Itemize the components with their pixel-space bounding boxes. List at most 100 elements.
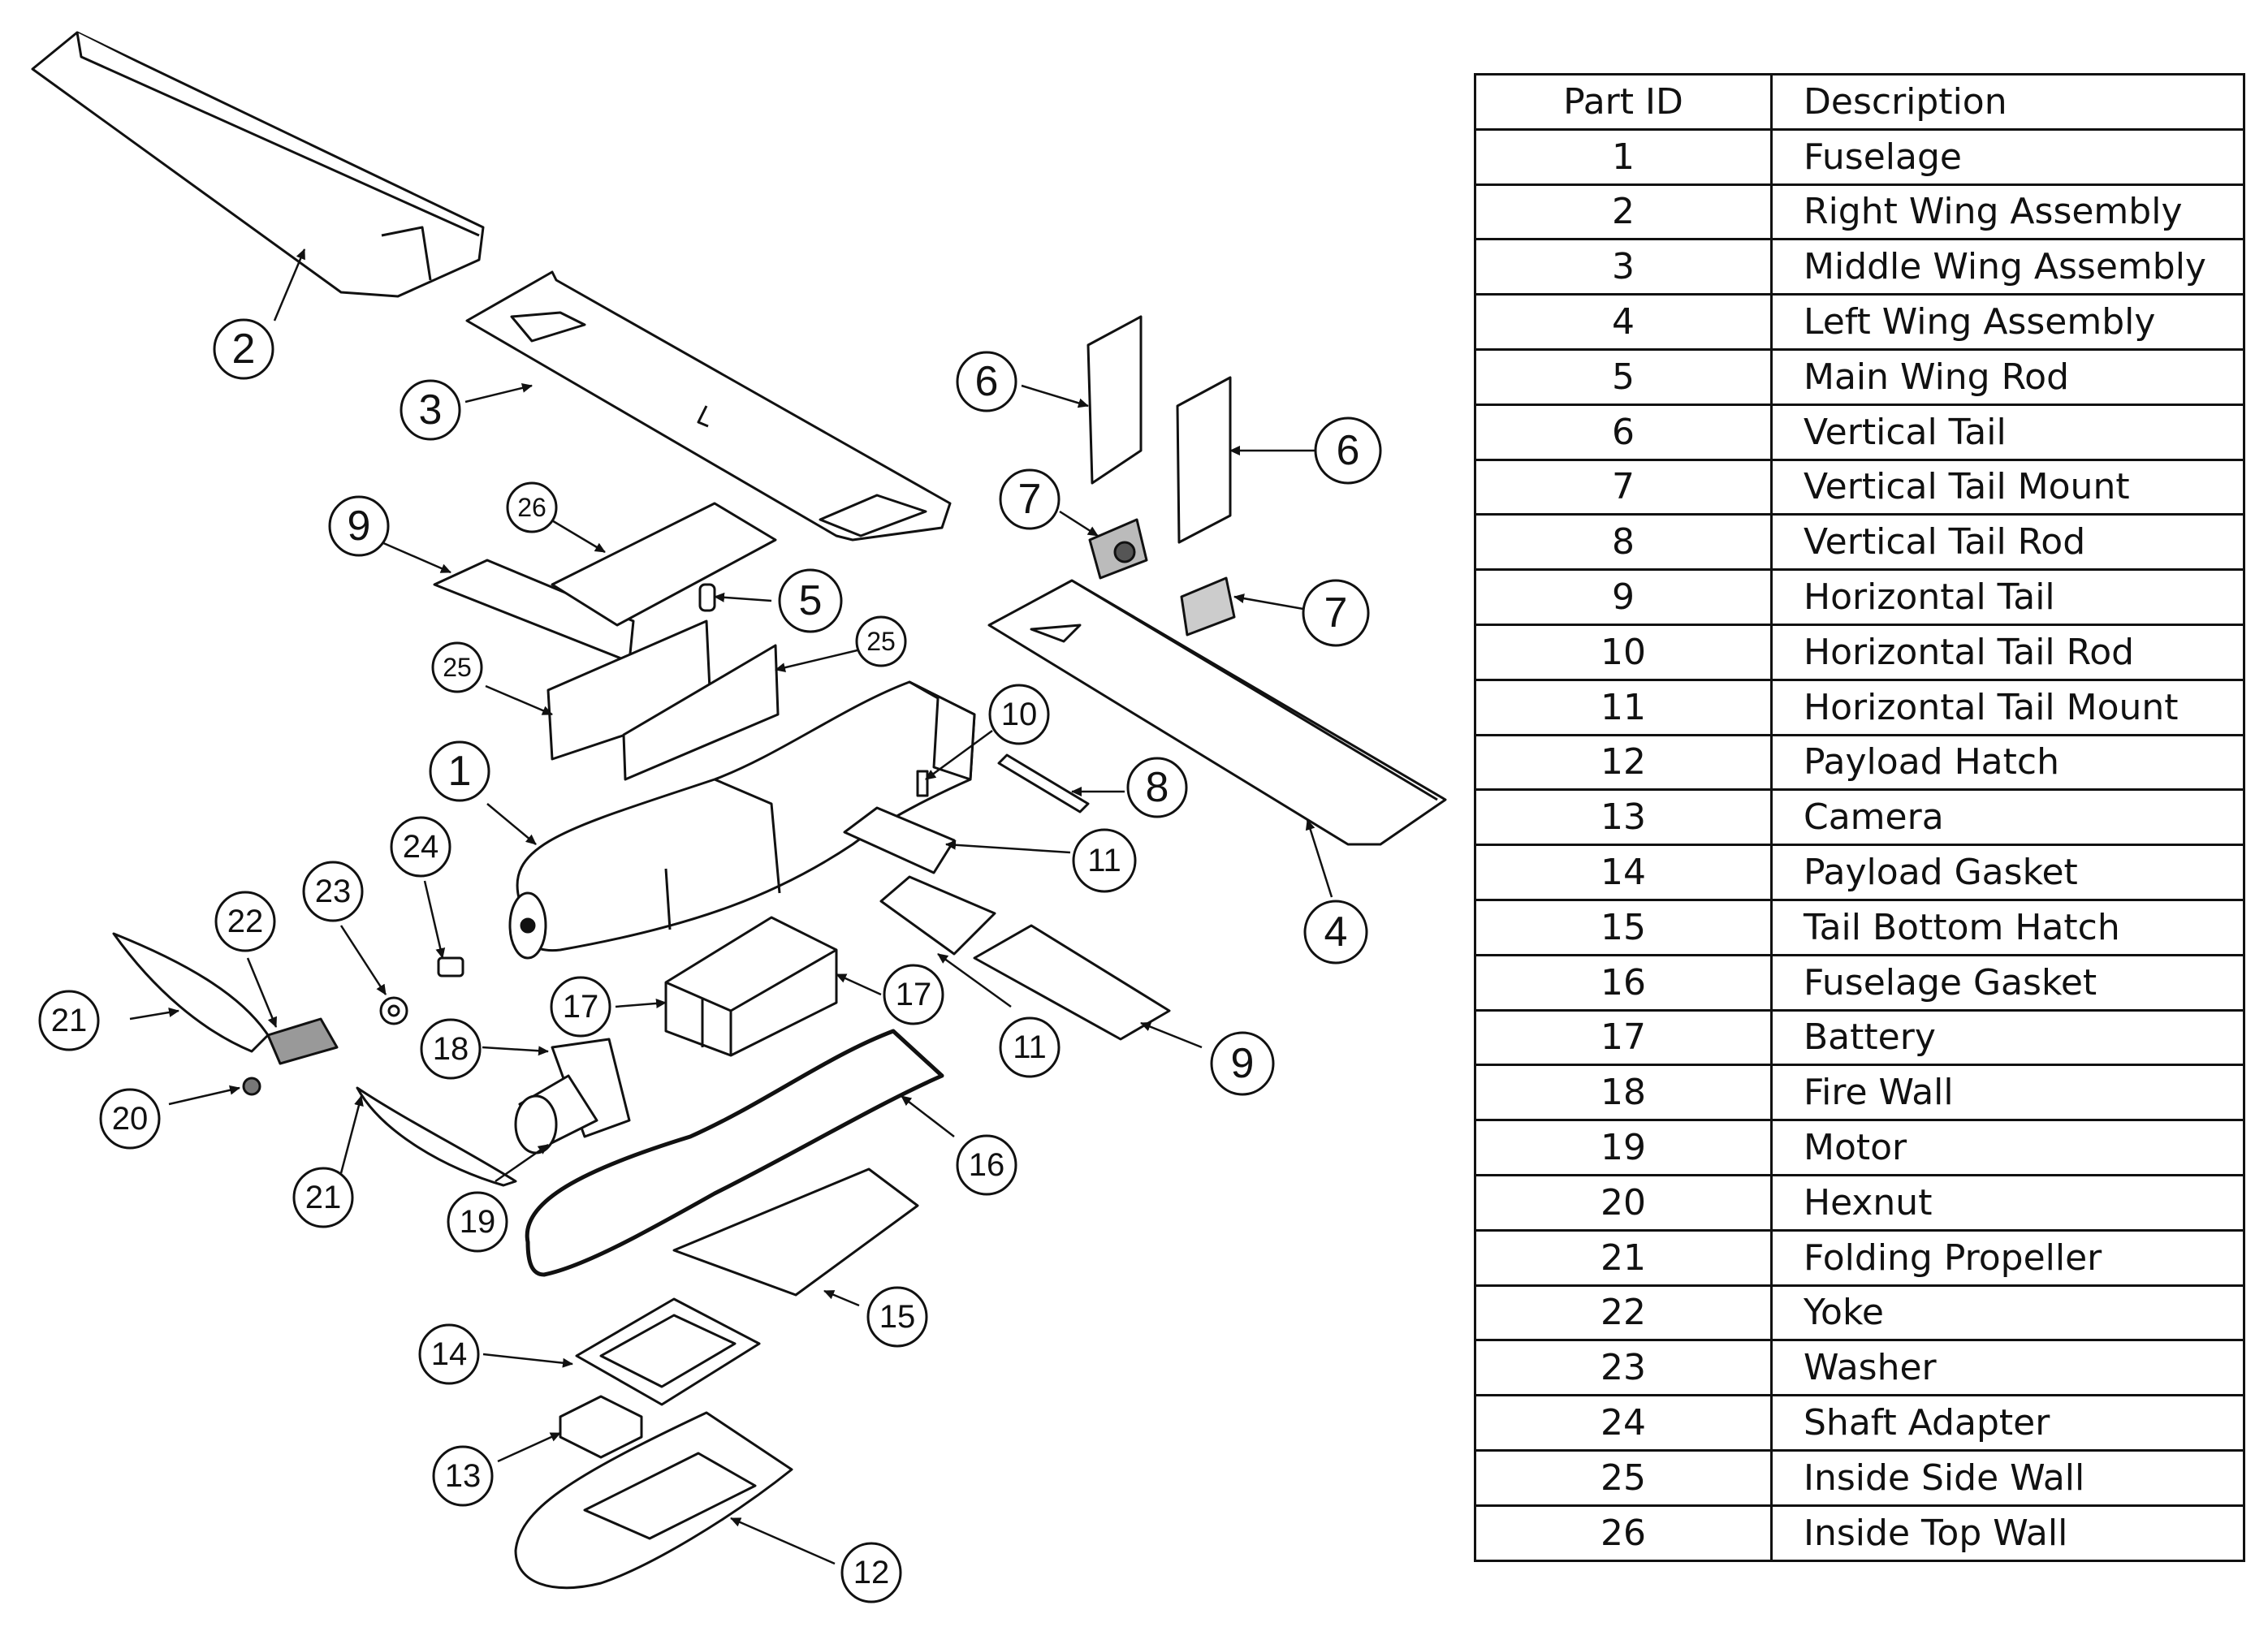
part-description-cell: Left Wing Assembly	[1770, 293, 2245, 351]
callout-label: 17	[896, 977, 932, 1012]
callout-label: 16	[969, 1147, 1005, 1183]
part-id-cell: 10	[1474, 623, 1773, 681]
part-description-cell: Horizontal Tail	[1770, 568, 2245, 626]
callout-bubble: 11	[999, 1016, 1061, 1078]
right-wing-part	[31, 31, 485, 298]
payload-gasket-part	[575, 1297, 761, 1406]
callout-label: 6	[975, 358, 999, 405]
callout-bubble: 3	[400, 379, 461, 441]
part-description-cell: Vertical Tail	[1770, 403, 2245, 461]
part-description-cell: Horizontal Tail Rod	[1770, 623, 2245, 681]
part-id-cell: 15	[1474, 898, 1773, 956]
callout-bubble: 5	[778, 568, 843, 633]
part-description-cell: Middle Wing Assembly	[1770, 238, 2245, 296]
inside-side-wall-right-part	[622, 644, 780, 781]
callout-bubble: 17	[883, 964, 944, 1025]
callout-bubble: 25	[431, 641, 483, 693]
callout-label: 7	[1018, 476, 1042, 523]
callout-bubble: 13	[432, 1445, 494, 1507]
header-part-id: Part ID	[1474, 73, 1773, 131]
callout-label: 19	[460, 1204, 496, 1240]
vertical-tail-rod-part	[997, 753, 1090, 814]
callout-label: 14	[431, 1336, 468, 1372]
part-id-cell: 25	[1474, 1448, 1773, 1507]
header-description: Description	[1770, 73, 2245, 131]
callout-bubble: 24	[390, 816, 451, 878]
payload-hatch-part	[514, 1411, 793, 1590]
part-id-cell: 24	[1474, 1394, 1773, 1452]
callout-bubble: 7	[999, 468, 1061, 530]
part-description-cell: Shaft Adapter	[1770, 1394, 2245, 1452]
callout-label: 3	[419, 386, 443, 434]
left-wing-part	[987, 579, 1447, 846]
callout-label: 22	[227, 904, 264, 939]
part-description-cell: Inside Side Wall	[1770, 1448, 2245, 1507]
callout-label: 21	[51, 1003, 88, 1038]
vertical-tail-right-part	[1176, 376, 1232, 544]
callout-bubble: 1	[429, 740, 490, 802]
callout-label: 10	[1001, 697, 1038, 732]
part-id-cell: 11	[1474, 678, 1773, 736]
part-id-cell: 6	[1474, 403, 1773, 461]
yoke-part	[266, 1017, 339, 1065]
callout-label: 6	[1337, 427, 1360, 474]
horizontal-tail-bottom-part	[973, 924, 1171, 1041]
callout-bubble: 15	[866, 1286, 928, 1348]
folding-propeller-bottom-part	[356, 1086, 517, 1187]
part-id-cell: 22	[1474, 1284, 1773, 1342]
part-description-cell: Fuselage	[1770, 127, 2245, 186]
callout-bubble: 9	[1210, 1031, 1275, 1096]
part-id-cell: 26	[1474, 1504, 1773, 1562]
callout-label: 15	[879, 1299, 916, 1335]
callout-label: 23	[315, 874, 352, 909]
part-id-cell: 17	[1474, 1008, 1773, 1067]
part-id-cell: 3	[1474, 238, 1773, 296]
part-id-cell: 14	[1474, 844, 1773, 901]
callout-label: 2	[232, 326, 256, 373]
part-description-cell: Vertical Tail Mount	[1770, 458, 2245, 516]
callout-label: 25	[443, 653, 472, 682]
part-id-cell: 7	[1474, 458, 1773, 516]
callout-label: 26	[517, 493, 546, 522]
callout-bubble: 18	[420, 1018, 482, 1080]
callout-bubble: 12	[840, 1542, 902, 1603]
callout-label: 13	[445, 1458, 482, 1494]
callout-bubble: 26	[506, 481, 558, 533]
part-id-cell: 16	[1474, 953, 1773, 1012]
part-description-cell: Vertical Tail Rod	[1770, 513, 2245, 572]
callout-bubble: 9	[328, 495, 390, 557]
callout-label: 9	[348, 503, 371, 550]
part-id-cell: 21	[1474, 1228, 1773, 1287]
part-description-cell: Folding Propeller	[1770, 1228, 2245, 1287]
callout-label: 11	[1087, 843, 1121, 878]
callout-bubble: 21	[292, 1167, 354, 1228]
callout-bubble: 21	[38, 990, 100, 1051]
horizontal-tail-top-part	[433, 559, 635, 663]
folding-propeller-top-part	[112, 932, 270, 1053]
callout-bubble: 20	[99, 1088, 161, 1150]
part-description-cell: Horizontal Tail Mount	[1770, 678, 2245, 736]
callout-bubble: 4	[1303, 900, 1368, 965]
callout-label: 20	[112, 1101, 149, 1137]
main-wing-rod-part	[698, 583, 716, 612]
motor-part	[514, 1074, 598, 1154]
